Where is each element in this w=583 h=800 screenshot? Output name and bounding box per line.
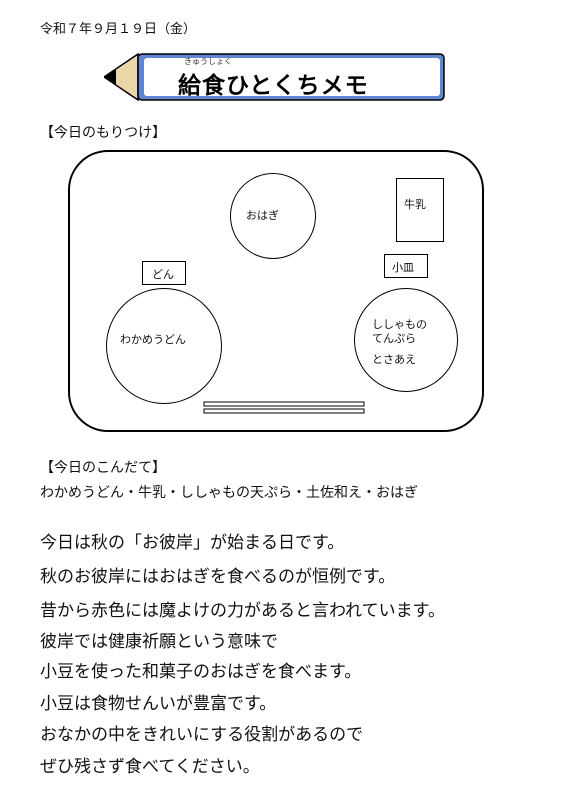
udon-bowl-label: わかめうどん	[120, 333, 186, 346]
chopsticks-icon	[203, 401, 365, 414]
memo-line-7: おなかの中をきれいにする役割があるので	[40, 725, 364, 745]
memo-line-1: 今日は秋の「お彼岸」が始まる日です。	[40, 533, 345, 553]
ohagi-plate	[230, 173, 316, 259]
memo-line-3: 昔から赤色には魔よけの力があると言われています。	[40, 601, 445, 621]
page-title: 給食ひとくちメモ	[178, 73, 369, 99]
pencil-banner-icon	[104, 52, 445, 102]
memo-line-4: 彼岸では健康祈願という意味で	[40, 632, 278, 652]
side-dish-line1: ししゃもの	[372, 318, 427, 331]
date: 令和７年９月１９日（金）	[40, 22, 197, 37]
menu-heading: 【今日のこんだて】	[40, 460, 166, 476]
memo-line-5: 小豆を使った和菓子のおはぎを食べます。	[40, 662, 362, 682]
arrangement-heading: 【今日のもりつけ】	[40, 125, 167, 141]
memo-line-2: 秋のお彼岸にはおはぎを食べるのが恒例です。	[40, 567, 396, 587]
memo-line-6: 小豆は食物せんいが豊富です。	[40, 694, 277, 714]
side-dish-line2: てんぷら	[372, 332, 416, 345]
title-ruby: きゅうしょく	[184, 57, 232, 66]
kozara-tag-label: 小皿	[392, 261, 414, 274]
memo-line-8: ぜひ残さず食べてください。	[40, 757, 260, 777]
kozara-tag	[384, 254, 428, 278]
milk-box	[396, 178, 444, 242]
milk-label: 牛乳	[404, 198, 426, 211]
side-dish-line3: とさあえ	[372, 353, 416, 366]
ohagi-label: おはぎ	[246, 209, 279, 222]
tray	[68, 150, 484, 432]
udon-tag	[142, 261, 186, 285]
udon-tag-label: どん	[152, 268, 174, 281]
udon-bowl	[106, 288, 222, 404]
side-dish-plate	[354, 288, 458, 392]
menu-items: わかめうどん・牛乳・ししゃもの天ぷら・土佐和え・おはぎ	[40, 485, 418, 501]
